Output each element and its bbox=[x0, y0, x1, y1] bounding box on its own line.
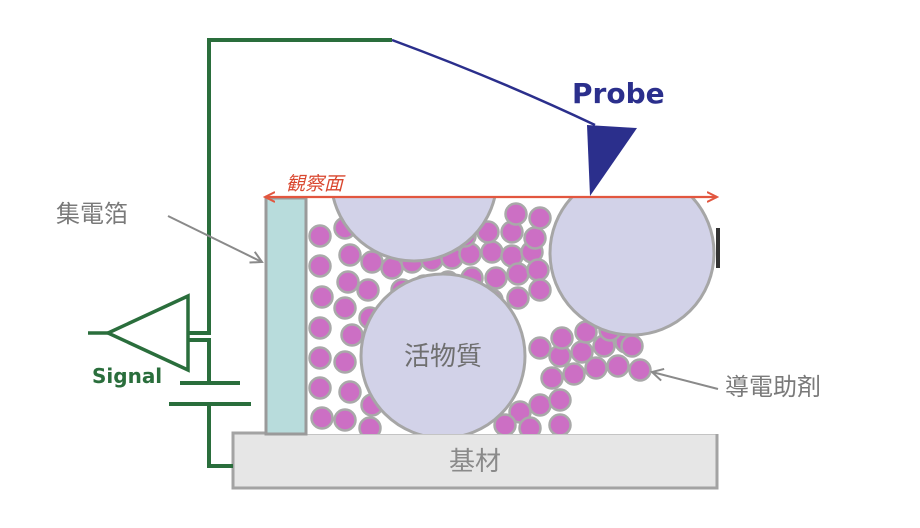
conductive-additive-particle bbox=[340, 323, 364, 347]
conductive-additive-particle bbox=[523, 226, 547, 250]
amplifier-symbol bbox=[103, 293, 190, 373]
conductive-additive-particle bbox=[506, 262, 530, 286]
conductive-additive-label: 導電助剤 bbox=[725, 373, 821, 401]
conductive-additive-particle bbox=[506, 286, 530, 310]
conductive-additive-particle bbox=[526, 258, 550, 282]
conductive-additive-particle bbox=[480, 240, 504, 264]
observation-plane-label: 観察面 bbox=[286, 173, 346, 195]
conductive-additive-particles bbox=[308, 202, 652, 434]
substrate-label: 基材 bbox=[449, 447, 501, 477]
active-material-label: 活物質 bbox=[404, 342, 482, 372]
conductive-additive-particle bbox=[528, 278, 552, 302]
conductive-additive-particle bbox=[540, 366, 564, 390]
conductive-additive-pointer bbox=[652, 372, 719, 390]
signal-label: Signal bbox=[92, 364, 162, 388]
conductive-additive-particle bbox=[333, 408, 357, 432]
active-material-particle-right bbox=[548, 198, 716, 337]
current-collector-foil bbox=[264, 196, 308, 436]
conductive-additive-particle bbox=[528, 206, 552, 230]
conductive-additive-particle bbox=[308, 254, 332, 278]
conductive-additive-particle bbox=[548, 388, 572, 412]
conductive-additive-particle bbox=[336, 270, 360, 294]
conductive-additive-particle bbox=[358, 416, 382, 434]
conductive-additive-particle bbox=[562, 362, 586, 386]
conductive-additive-particle bbox=[628, 358, 652, 382]
conductive-additive-particle bbox=[308, 346, 332, 370]
conductive-additive-particle bbox=[338, 380, 362, 404]
electrode-sample bbox=[306, 198, 721, 434]
conductive-additive-particle bbox=[493, 413, 517, 434]
conductive-additive-particle bbox=[333, 350, 357, 374]
conductive-additive-particle bbox=[548, 413, 572, 434]
conductive-additive-particle bbox=[484, 266, 508, 290]
conductive-additive-particle bbox=[606, 354, 630, 378]
conductive-additive-particle bbox=[584, 356, 608, 380]
conductive-additive-particle bbox=[308, 316, 332, 340]
probe-tip bbox=[587, 125, 637, 196]
conductive-additive-particle bbox=[308, 376, 332, 400]
current-collector-label: 集電箔 bbox=[56, 200, 128, 228]
conductive-additive-particle bbox=[310, 406, 334, 430]
conductive-additive-particle bbox=[528, 336, 552, 360]
conductive-additive-particle bbox=[310, 285, 334, 309]
probe-cantilever bbox=[391, 38, 596, 127]
conductive-additive-particle bbox=[620, 334, 644, 358]
conductive-additive-particle bbox=[333, 296, 357, 320]
active-material-particle-top bbox=[331, 198, 497, 263]
active-material-particle-center bbox=[359, 272, 527, 434]
conductive-additive-particle bbox=[308, 224, 332, 248]
signal-circuit bbox=[169, 38, 392, 468]
substrate-block bbox=[231, 431, 719, 490]
probe-label: Probe bbox=[572, 77, 665, 110]
conductive-additive-particle bbox=[550, 326, 574, 350]
conductive-additive-particle bbox=[338, 243, 362, 267]
conductive-additive-particle bbox=[504, 202, 528, 226]
conductive-additive-particle bbox=[528, 393, 552, 417]
current-collector-pointer bbox=[167, 215, 262, 262]
sample-edge-mark bbox=[716, 228, 720, 268]
conductive-additive-particle bbox=[518, 416, 542, 434]
conductive-additive-particle bbox=[356, 278, 380, 302]
